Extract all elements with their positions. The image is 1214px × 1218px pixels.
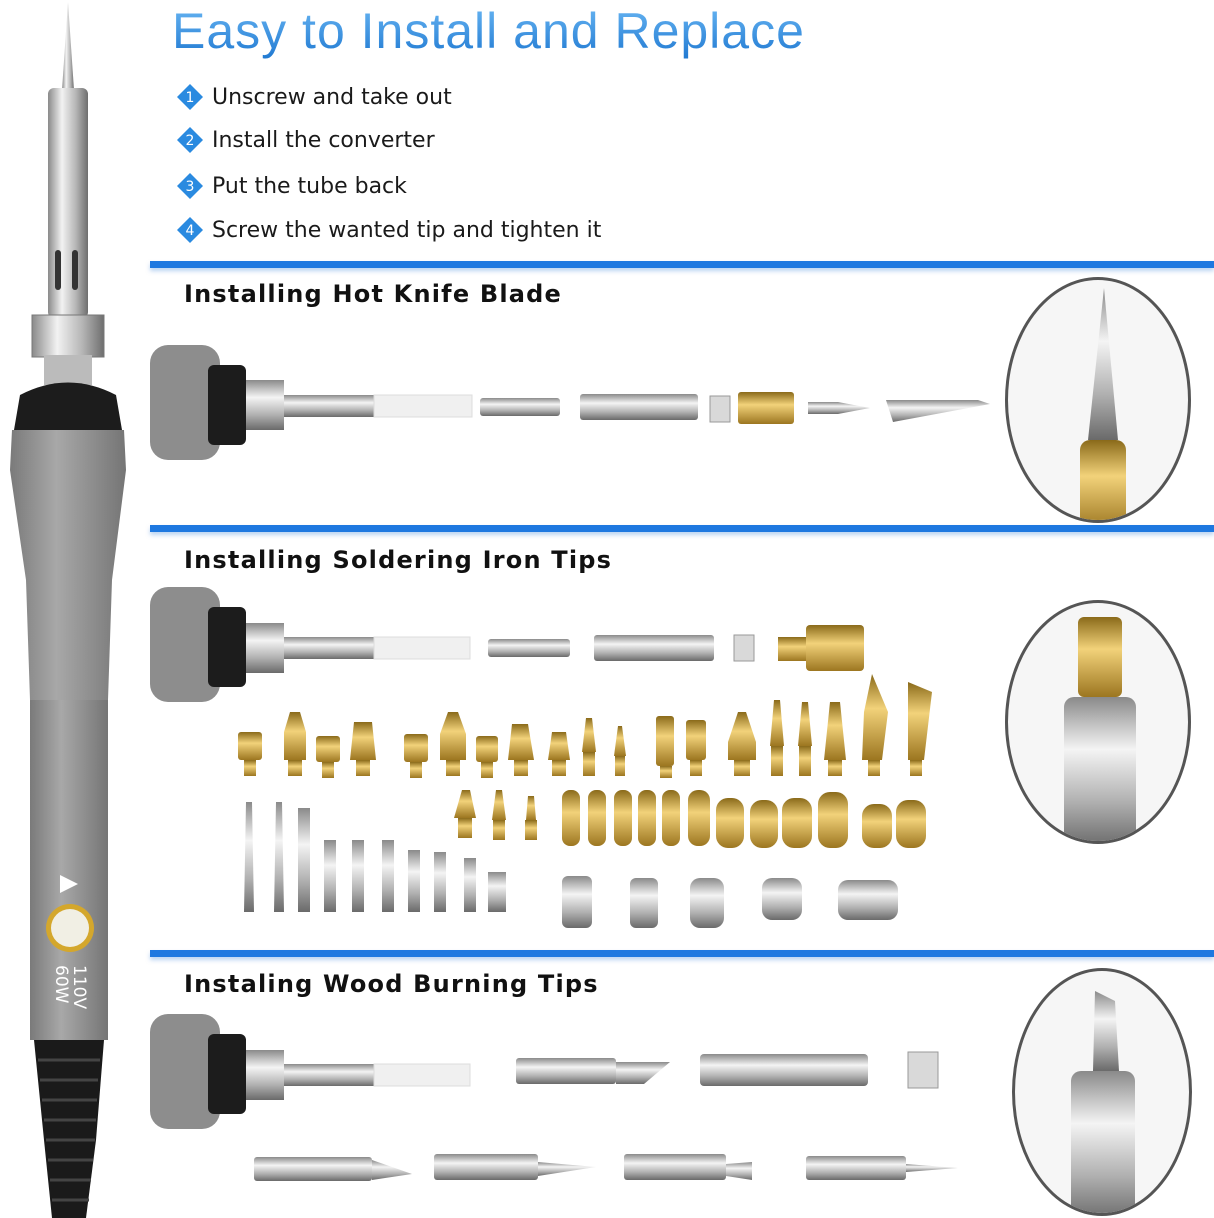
svg-text:1: 1 bbox=[186, 90, 195, 106]
step-text: Screw the wanted tip and tighten it bbox=[212, 217, 602, 243]
soldering-iron-image: 110V 60W bbox=[10, 2, 126, 1218]
hot-knife-components bbox=[150, 345, 990, 460]
svg-text:3: 3 bbox=[186, 179, 195, 195]
step-number-icon: 1 bbox=[176, 83, 204, 111]
step-2: 2 Install the converter bbox=[176, 123, 435, 157]
step-3: 3 Put the tube back bbox=[176, 169, 407, 203]
step-number-icon: 3 bbox=[176, 172, 204, 200]
wattage-label: 60W bbox=[51, 965, 71, 1004]
step-4: 4 Screw the wanted tip and tighten it bbox=[176, 213, 601, 247]
brass-tips-grid bbox=[238, 674, 932, 928]
step-text: Install the converter bbox=[212, 127, 435, 153]
soldering-converter-detail-circle bbox=[1005, 600, 1191, 844]
step-1: 1 Unscrew and take out bbox=[176, 80, 452, 114]
wood-burning-components bbox=[150, 1014, 958, 1181]
section-title-wood-burning: Instaling Wood Burning Tips bbox=[184, 970, 599, 998]
page-title: Easy to Install and Replace bbox=[172, 3, 805, 59]
step-number-icon: 2 bbox=[176, 126, 204, 154]
section-divider bbox=[150, 525, 1214, 532]
wood-burning-detail-image bbox=[1071, 991, 1135, 1213]
hot-knife-detail-circle bbox=[1005, 277, 1191, 523]
section-title-soldering-tips: Installing Soldering Iron Tips bbox=[184, 546, 613, 574]
soldering-converter-detail-image bbox=[1064, 617, 1136, 841]
step-number-icon: 4 bbox=[176, 216, 204, 244]
hot-knife-detail-image bbox=[1080, 288, 1126, 520]
step-text: Put the tube back bbox=[212, 173, 407, 199]
wood-burning-detail-circle bbox=[1012, 968, 1192, 1216]
step-text: Unscrew and take out bbox=[212, 84, 452, 110]
section-divider bbox=[150, 261, 1214, 268]
section-divider bbox=[150, 950, 1214, 957]
soldering-converter-components bbox=[150, 587, 864, 702]
section-title-hot-knife: Installing Hot Knife Blade bbox=[184, 280, 563, 308]
svg-text:4: 4 bbox=[186, 223, 195, 239]
svg-text:2: 2 bbox=[186, 133, 195, 149]
voltage-label: 110V bbox=[69, 965, 89, 1009]
